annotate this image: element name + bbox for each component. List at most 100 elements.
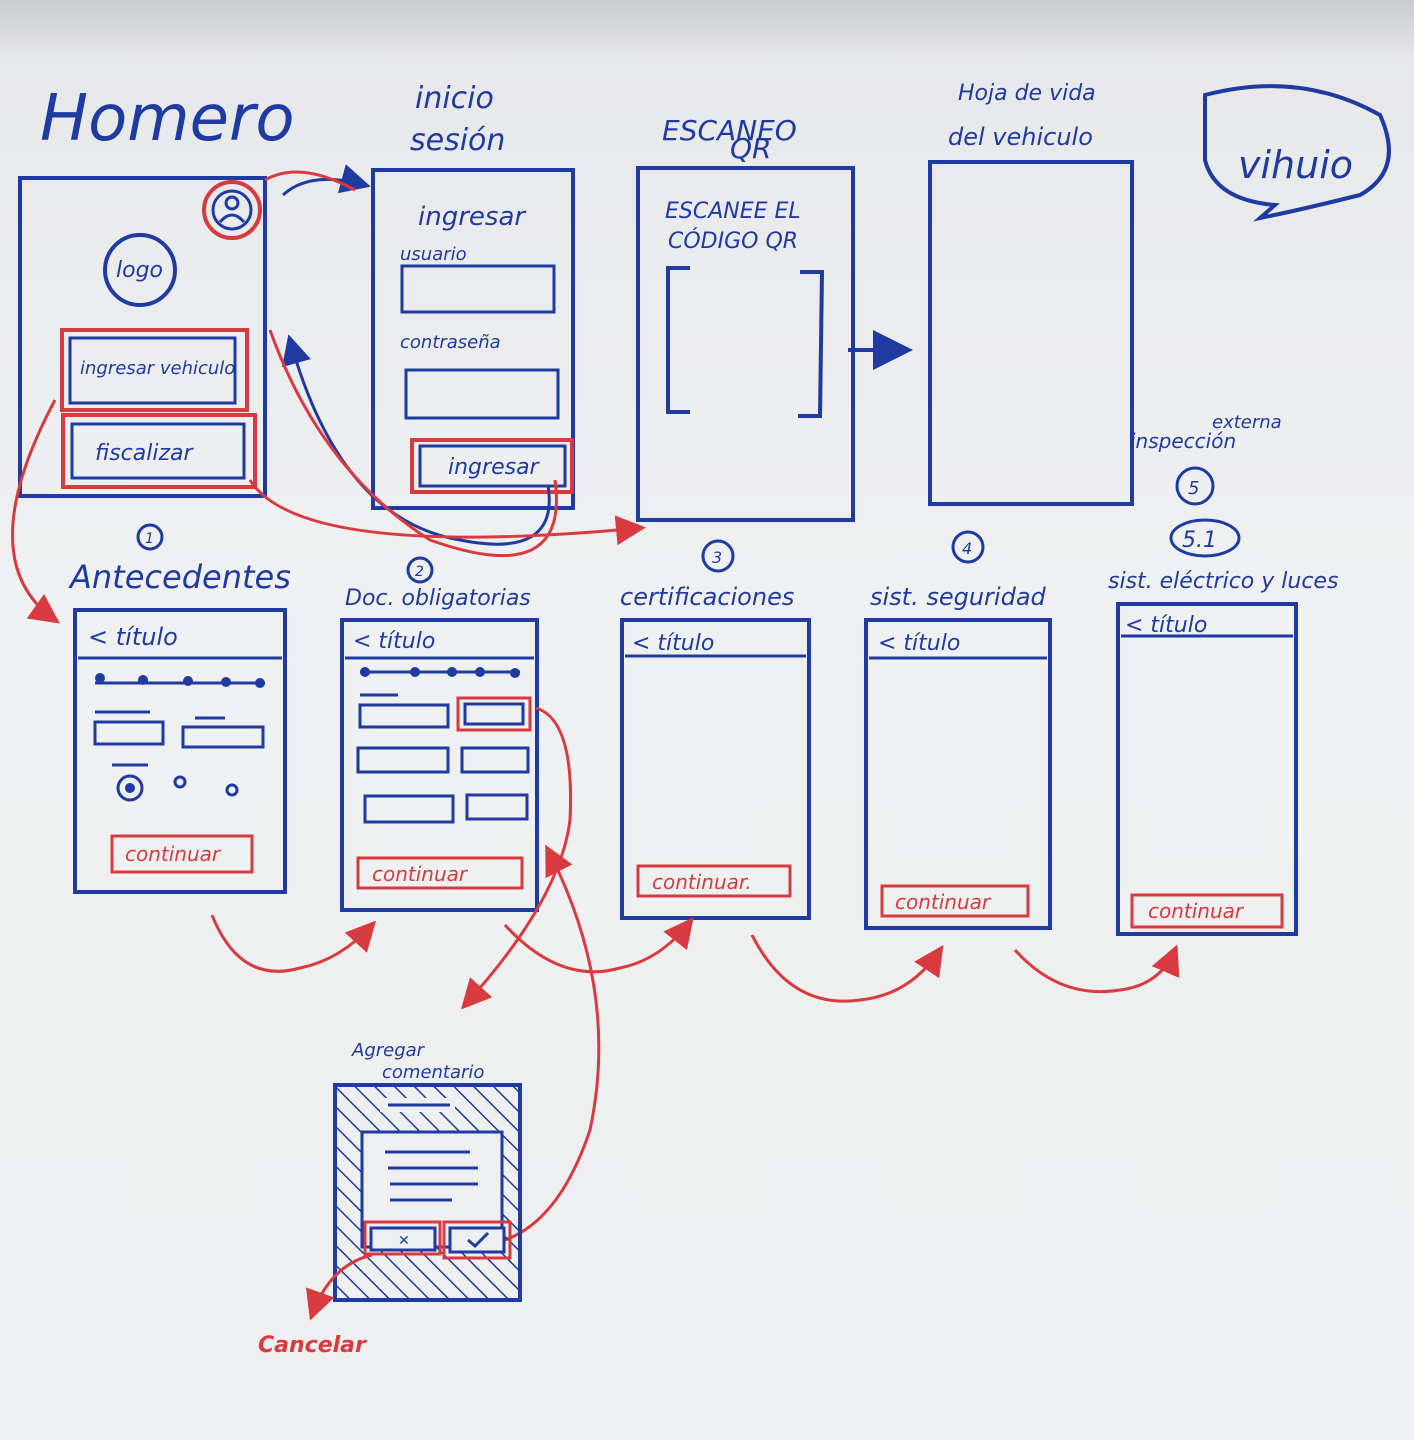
arrow-step4-to-step5 <box>1013 944 1180 994</box>
modal-cancel-button[interactable] <box>369 1226 437 1252</box>
step3-num: 3 <box>712 548 722 567</box>
btn-fiscalizar[interactable] <box>70 422 246 480</box>
history-title-2: del vehiculo <box>948 123 1093 151</box>
modal-ok-button[interactable] <box>448 1226 506 1254</box>
step2-continue-label: continuar <box>372 862 469 886</box>
qr-title-1: ESCANEO <box>662 114 797 147</box>
login-title-1: inicio <box>415 81 494 116</box>
btn-fiscalizar-label: fiscalizar <box>95 441 195 466</box>
step2-field-4[interactable] <box>460 746 530 774</box>
step2-field-6[interactable] <box>465 793 529 821</box>
modal-ok-outline <box>442 1220 512 1260</box>
arrow-step1-to-step2 <box>210 914 377 973</box>
step5-header[interactable]: < título <box>1125 613 1207 638</box>
arrow-profile-to-login <box>264 170 356 192</box>
board-title: Homero <box>40 82 294 156</box>
step1-radio-2[interactable] <box>173 775 187 789</box>
modal-cancel-outline <box>363 1220 442 1256</box>
arrow-modal-to-step2 <box>504 844 601 1242</box>
login-title-2: sesión <box>410 123 505 158</box>
step5-label-2: externa <box>1212 412 1282 433</box>
arrow-vehicle-to-step1 <box>11 399 60 624</box>
qr-title-2: QR <box>730 132 772 165</box>
step3-screen: 3 certificaciones < título continuar. <box>620 539 811 920</box>
badge-text: vihuio <box>1238 143 1353 187</box>
login-pass-label: contraseña <box>400 332 501 353</box>
modal-title-1: Agregar <box>351 1040 426 1061</box>
arrow-step2-to-step3 <box>503 917 694 974</box>
step3-continue-button[interactable] <box>636 864 792 898</box>
step1-continue-label: continuar <box>125 842 222 866</box>
step1-screen: 1 Antecedentes < título continuar <box>68 523 291 894</box>
arrow-home-to-login <box>281 164 371 197</box>
step2-header[interactable]: < título <box>353 629 435 654</box>
qr-bracket-left <box>666 266 690 414</box>
arrow-fiscalizar-to-qr <box>248 479 646 546</box>
home-screen: logo ingresar vehiculo fiscalizar <box>18 176 267 498</box>
qr-bracket-right <box>798 270 825 418</box>
step4-num: 4 <box>962 539 972 558</box>
login-pass-field[interactable] <box>404 368 560 420</box>
check-icon <box>467 1231 490 1249</box>
step2-title: Doc. obligatorias <box>345 586 531 611</box>
arrow-modal-to-cancel <box>306 1253 373 1321</box>
step3-title: certificaciones <box>620 583 794 611</box>
step1-title: Antecedentes <box>68 558 291 596</box>
arrow-field-to-modal <box>460 706 573 1010</box>
arrow-step3-to-step4 <box>750 934 944 1003</box>
btn-ingresar-vehiculo[interactable] <box>68 336 237 405</box>
step5-num: 5 <box>1188 478 1199 499</box>
home-logo: logo <box>116 258 163 283</box>
step1-header[interactable]: < título <box>88 623 178 651</box>
step1-continue-button[interactable] <box>110 834 254 874</box>
modal-title-2: comentario <box>382 1062 484 1083</box>
step5-title: sist. eléctrico y luces <box>1108 569 1338 594</box>
btn-vehicle-outline <box>60 328 249 412</box>
step4-screen: 4 sist. seguridad < título continuar <box>864 530 1052 930</box>
step2-num: 2 <box>415 564 424 580</box>
login-user-field[interactable] <box>400 264 556 314</box>
step1-field-2[interactable] <box>181 725 265 749</box>
step5-continue-button[interactable] <box>1130 893 1284 929</box>
step2-screen: 2 Doc. obligatorias < título continuar <box>340 556 539 912</box>
login-button-outline <box>410 438 574 494</box>
btn-vehicle-label: ingresar vehiculo <box>80 358 235 379</box>
step3-continue-label: continuar. <box>652 870 752 894</box>
step5-screen: inspección externa 5 5.1 sist. eléctrico… <box>1108 412 1338 936</box>
step3-header[interactable]: < título <box>632 631 714 656</box>
step2-field-5[interactable] <box>363 794 455 824</box>
profile-highlight <box>202 180 262 240</box>
step2-field-1[interactable] <box>358 703 450 729</box>
step5-subnum: 5.1 <box>1182 528 1217 553</box>
login-user-label: usuario <box>400 244 467 265</box>
step5-continue-label: continuar <box>1148 899 1245 923</box>
qr-screen: ESCANEO QR ESCANEE EL CÓDIGO QR <box>636 114 913 522</box>
step4-header[interactable]: < título <box>878 631 960 656</box>
step2-field-3[interactable] <box>356 746 450 774</box>
user-icon[interactable] <box>211 189 253 231</box>
btn-fiscalizar-outline <box>61 413 257 489</box>
comment-modal: Agregar comentario ✕ <box>333 1040 522 1302</box>
step1-field-1[interactable] <box>93 720 165 746</box>
history-title-1: Hoja de vida <box>958 81 1096 106</box>
cancel-label: Cancelar <box>258 1333 367 1358</box>
step2-field-2-outline <box>456 696 532 732</box>
whiteboard-frame <box>0 0 1414 60</box>
login-button[interactable] <box>418 444 567 488</box>
step4-continue-button[interactable] <box>880 884 1030 918</box>
step4-title: sist. seguridad <box>870 583 1047 611</box>
step1-radio-3[interactable] <box>225 783 239 797</box>
step4-continue-label: continuar <box>895 890 992 914</box>
login-heading: ingresar <box>418 202 527 232</box>
history-screen: Hoja de vida del vehiculo <box>928 81 1134 506</box>
step1-radio-1[interactable] <box>116 774 144 802</box>
logo-circle <box>103 233 177 307</box>
login-screen: inicio sesión ingresar usuario contraseñ… <box>371 81 575 510</box>
qr-text-1: ESCANEE EL <box>665 199 801 224</box>
step2-field-2[interactable] <box>463 702 525 726</box>
step2-continue-button[interactable] <box>356 856 524 890</box>
close-icon: ✕ <box>398 1233 410 1249</box>
step5-label-1: inspección <box>1130 429 1236 453</box>
